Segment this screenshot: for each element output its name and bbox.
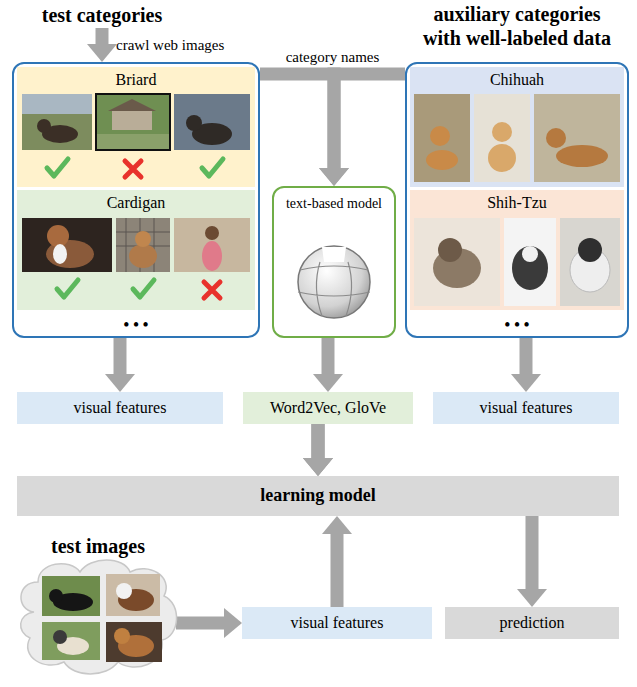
heading-node: test categories bbox=[10, 2, 194, 28]
arrow-shaft bbox=[322, 338, 335, 376]
test-photo bbox=[106, 622, 162, 662]
check-mark bbox=[202, 159, 223, 176]
labeled-photo bbox=[534, 94, 620, 182]
node-text: visual features bbox=[480, 398, 573, 417]
arrow-shaft bbox=[526, 516, 539, 591]
web-photo bbox=[96, 94, 170, 150]
arrow-shaft bbox=[331, 532, 344, 607]
node-text: Cardigan bbox=[107, 193, 166, 212]
arrow-connector bbox=[517, 516, 547, 607]
embedding-box: Word2Vec, GloVe bbox=[243, 392, 413, 424]
node-text: • • • bbox=[505, 315, 530, 334]
node-text: Word2Vec, GloVe bbox=[270, 398, 386, 417]
node-text: Chihuah bbox=[490, 70, 544, 89]
arrow-head bbox=[303, 458, 333, 476]
edge-label-wrap: category names bbox=[286, 48, 380, 66]
arrow-shaft bbox=[114, 338, 127, 376]
node-text: • • • bbox=[124, 315, 149, 334]
arrow-head bbox=[319, 168, 349, 186]
labeled-photo bbox=[414, 218, 500, 306]
arrow-head bbox=[319, 168, 349, 186]
arrow-connector bbox=[303, 424, 333, 476]
arrow-head bbox=[322, 516, 352, 534]
category-band: Chihuah bbox=[410, 67, 624, 187]
node-text: test images bbox=[51, 534, 145, 558]
check-mark bbox=[57, 280, 78, 297]
arrow-connector bbox=[303, 424, 333, 476]
node-text: Briard bbox=[116, 70, 157, 89]
edge-label: crawl web images bbox=[116, 36, 224, 54]
node-text: prediction bbox=[500, 613, 565, 632]
node-text: test categories bbox=[42, 3, 163, 27]
arrow-connector bbox=[105, 338, 135, 392]
category-group-box: ChihuahShih-Tzuauxiliary categories with… bbox=[405, 62, 629, 338]
arrow-connector bbox=[303, 424, 333, 476]
arrow-connector bbox=[319, 74, 405, 186]
labeled-photo bbox=[560, 218, 620, 306]
node-text: Shih-Tzu bbox=[487, 193, 547, 212]
node-text: learning model bbox=[260, 485, 376, 507]
arrow-head bbox=[87, 44, 117, 62]
category-band: Shih-Tzu bbox=[410, 190, 624, 310]
cross-mark bbox=[125, 161, 141, 177]
test-photo bbox=[42, 576, 100, 616]
test-image-cloud: test images bbox=[14, 532, 182, 678]
category-group-box: BriardCardigan • • • bbox=[12, 62, 260, 338]
arrow-shaft bbox=[96, 28, 109, 46]
arrow-connector bbox=[322, 516, 352, 607]
check-mark bbox=[133, 280, 154, 297]
arrow-shaft bbox=[520, 338, 533, 376]
cross-mark bbox=[204, 282, 220, 298]
model-bar: learning model bbox=[17, 476, 619, 516]
node-text: auxiliary categories with well-labeled d… bbox=[417, 2, 617, 50]
arrow-head bbox=[313, 374, 343, 392]
web-photo bbox=[116, 218, 170, 272]
labeled-photo bbox=[504, 218, 556, 306]
arrow-head bbox=[517, 589, 547, 607]
web-photo bbox=[22, 218, 112, 272]
check-mark bbox=[47, 159, 68, 176]
arrow-head bbox=[303, 458, 333, 476]
edge-label-wrap: crawl web images bbox=[116, 36, 224, 54]
test-photo bbox=[42, 622, 100, 660]
text-model-box: text-based model bbox=[272, 186, 396, 338]
web-photo bbox=[174, 218, 250, 272]
web-photo bbox=[174, 94, 250, 150]
arrow-head bbox=[224, 608, 242, 638]
test-photo bbox=[106, 574, 160, 616]
labeled-photo bbox=[474, 94, 530, 182]
arrow-head bbox=[105, 374, 135, 392]
arrow-shaft bbox=[260, 74, 334, 170]
arrow-connector bbox=[176, 608, 242, 638]
arrow-shaft bbox=[312, 424, 325, 460]
arrow-connector bbox=[313, 338, 343, 392]
edge-label: category names bbox=[286, 48, 380, 66]
category-band: Briard bbox=[17, 67, 255, 187]
arrow-head bbox=[511, 374, 541, 392]
arrow-connector bbox=[511, 338, 541, 392]
labeled-photo bbox=[414, 94, 470, 182]
node-text: visual features bbox=[291, 613, 384, 632]
cloud-outline bbox=[21, 560, 177, 674]
web-photo bbox=[22, 94, 92, 150]
feature-box: visual features bbox=[242, 607, 432, 639]
arrow-shaft bbox=[312, 424, 325, 460]
feature-box: visual features bbox=[17, 392, 223, 424]
arrow-connector bbox=[87, 28, 117, 62]
arrow-shaft bbox=[334, 74, 405, 170]
globe-logo bbox=[298, 246, 370, 318]
arrow-head bbox=[303, 458, 333, 476]
feature-box: visual features bbox=[433, 392, 619, 424]
prediction-box: prediction bbox=[445, 607, 619, 639]
arrow-shaft bbox=[312, 424, 325, 460]
arrow-shaft bbox=[176, 617, 226, 630]
category-band: Cardigan bbox=[17, 190, 255, 310]
node-text: visual features bbox=[74, 398, 167, 417]
node-text: text-based model bbox=[286, 196, 382, 213]
